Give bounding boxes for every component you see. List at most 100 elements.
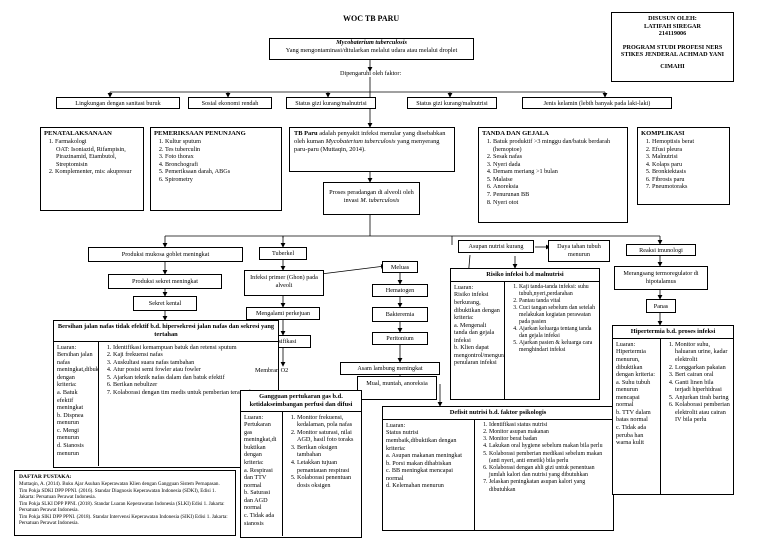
dx1-intervention-item: Kaji frekuensi nafas [113, 351, 275, 359]
dx4-intervention-item: Identifikasi status nutrisi [489, 422, 610, 429]
dx4-title: Defisit nutrisi b.d. faktor psikologis [383, 407, 613, 420]
dx4-outcome-line: Status nutrisi membaik,dibuktikan dengan… [386, 429, 457, 452]
management-item: Komplementer, mis: akupresur [55, 168, 140, 176]
node-tuberkel: Tuberkel [259, 247, 307, 260]
dx2-outcome-line: c. Tidak ada sianosis [244, 511, 275, 527]
dx5-outcome: Luaran: Hipertermia menurun, dibuktikan … [613, 338, 661, 494]
complication-item: Pneumotoraks [652, 183, 726, 191]
diagnostics-item: Foto thorax [165, 153, 278, 161]
dx5-intervention-item: Anjurkan tirah baring [675, 394, 730, 402]
dx2-intervention-item: Letakkan tujuan pemantauan respirasi [297, 459, 358, 474]
complications-title: KOMPLIKASI [641, 130, 685, 137]
node-imunologi: Reaksi imunologi [626, 244, 696, 256]
dx4-intervention-item: Kolaborasi dengan ahli gizi untuk penent… [489, 465, 610, 479]
dx3-intervention-item: Ajarkan keluarga tentang tanda dan gejal… [519, 326, 596, 340]
node-peritonium: Peritonium [372, 332, 428, 345]
dx-hipertermia: Hipertermia b.d. proses infeksi Luaran: … [612, 325, 734, 495]
references-box: DAFTAR PUSTAKA: Muttaqin, A. (2014). Buk… [14, 470, 236, 536]
author-school: STIKES JENDERAL ACHMAD YANI [620, 51, 725, 59]
definition-box: TB Paru adalah penyakit infeksi menular … [289, 127, 455, 172]
dx1-outcome: Luaran: Bersihan jalan nafas meningkat,d… [54, 341, 99, 466]
reference-item: Muttaqin, A. (2014). Buku Ajar Asuhan Ke… [19, 481, 220, 488]
symptom-item: Anoreksia [493, 183, 624, 191]
symptom-item: Malaise [493, 176, 624, 184]
dx3-intervention-item: Pantau tanda vital [519, 298, 596, 305]
node-produksi-mukosa: Produksi mukosa goblet meningkat [88, 247, 243, 262]
dx4-outcome: Luaran: Status nutrisi membaik,dibuktika… [383, 419, 475, 530]
symptoms-title: TANDA DAN GEJALA [482, 130, 549, 137]
process-organism: M. tuberculosis [360, 196, 400, 204]
definition-text: adalah penyakit infeksi menular yang dis… [294, 130, 446, 145]
dx4-intervention-item: Monitor berat badan [489, 436, 610, 443]
inflammation-process: Proses peradangan di alveoli oleh invasi… [323, 182, 420, 215]
factor-box-gender: Jenis kelamin (lebih banyak pada laki-la… [522, 97, 672, 109]
dx5-outcome-line: b. TTV dalam batas normal [616, 408, 651, 424]
dx1-intervention-item: Ajarkan teknik nafas dalam dan batuk efe… [113, 374, 275, 382]
dx-defisit-nutrisi: Defisit nutrisi b.d. faktor psikologis L… [382, 406, 614, 531]
dx2-outcome-line: b. Saturasi dan AGD normal [244, 489, 271, 512]
dx2-intervention-item: Kolaborasi penentuan dosis oksigen [297, 474, 358, 489]
diagnostics-item: Kultur sputum [165, 138, 278, 146]
node-infeksi-primer: Infeksi primer (Ghon) pada alveoli [244, 270, 324, 296]
dx-risiko-infeksi: Risiko infeksi b.d malnutrisi Luaran: Ri… [450, 268, 600, 400]
node-bakteremia: Bakteremia [372, 307, 428, 322]
dx1-outcome-line: a. Batuk efektif meningkat [57, 389, 84, 412]
dx5-intervention-item: Beri cairan oral [675, 371, 730, 379]
diagnostics-item: Tes tuberculin [165, 146, 278, 154]
node-perkejuan: Mengalami perkejuan [246, 307, 320, 320]
dx4-outcome-line: b. Porsi makan dihabiskan [386, 459, 452, 467]
dx3-intervention-item: Kaji tanda-tanda infeksi: suhu tubuh,nye… [519, 284, 596, 298]
dx4-intervention-item: Lakukan oral hygiene sebelum makan bila … [489, 443, 610, 450]
node-hematogen: Hematogen [372, 284, 428, 297]
node-asam-lambung: Asam lambung meningkat [340, 362, 440, 375]
author-nim: 214119006 [658, 30, 687, 38]
dx1-intervention-item: Atur posisi semi fowler atau fowler [113, 366, 275, 374]
symptom-item: Nyeri otot [493, 199, 624, 207]
dx4-outcome-line: a. Asupan makanan meningkat [386, 452, 462, 460]
dx5-intervention: Monitor suhu, haluaran urine, kadar elek… [661, 339, 733, 494]
dx5-intervention-item: Kolaborasi pemberian elektrolit atau cai… [675, 401, 730, 424]
page-title: WOC TB PARU [343, 14, 400, 23]
dx1-intervention: Identifikasi kemampuan batuk dan retensi… [99, 342, 278, 466]
dx5-outcome-line: c. Tidak ada peruba han warna kulit [616, 424, 647, 447]
transmission-text: Yang mengontaminasi/ditularkan melalui u… [285, 46, 458, 54]
dx-gangguan-pertukaran-gas: Gangguan pertukaran gas b.d. ketidakseim… [240, 390, 362, 538]
complication-item: Hemoptisis berat [652, 138, 726, 146]
dx5-outcome-line: Luaran: [616, 340, 636, 348]
dx5-intervention-item: Ganti linen bila terjadi hiperhidrasi [675, 379, 730, 394]
diagnostics-box: PEMERIKSAAN PENUNJANG Kultur sputum Tes … [150, 127, 282, 211]
complication-item: Malnutrisi [652, 153, 726, 161]
dx3-outcome-line: Risiko infeksi berkurang, dibuktikan den… [454, 291, 500, 322]
etiology-box: Mycobaterium tuberculosis Yang mengontam… [269, 38, 474, 60]
factor-box-gizi-1: Status gizi kurang/malnutrisi [286, 97, 376, 109]
node-termoregulator: Merangsang termoregulator di hipotalamus [614, 266, 708, 290]
dx2-outcome-line: Luaran: [244, 413, 264, 421]
factor-box-sanitasi: Lingkungan dengan sanitasi buruk [56, 97, 180, 109]
diagnostics-item: Pemeriksaan darah, ABGs [165, 168, 278, 176]
dx3-outcome-line: Luaran: [454, 283, 474, 291]
dx3-outcome-line: a. Mengenali tanda dan gejala infeksi [454, 321, 495, 344]
dx5-intervention-item: Longgarkan pakaian [675, 364, 730, 372]
dx4-outcome-line: c. BB meningkat mencapai normal [386, 467, 454, 482]
symptom-item: Penurunan BB [493, 191, 624, 199]
management-box: PENATALAKSANAAN Farmakologi OAT: Isoniaz… [40, 127, 144, 211]
dx3-intervention-item: Cuci tangan sebelum dan setelah melakuka… [519, 305, 596, 326]
dx1-outcome-line: Luaran: [57, 343, 77, 351]
reference-item: Tim Pokja SIKI DPP PPNI. (2018). Standar… [19, 513, 228, 527]
node-daya-tahan: Daya tahan tubuh menurun [548, 240, 610, 262]
diagnostics-item: Spirometry [165, 176, 278, 184]
dx4-intervention: Identifikasi status nutrisi Monitor asup… [475, 420, 613, 530]
symptom-item: Nyeri dada [493, 161, 624, 169]
node-membran: Membran O2 [255, 367, 289, 374]
author-program: PROGRAM STUDI PROFESI NERS [622, 43, 723, 51]
factor-box-ekonomi: Sosial ekonomi rendah [188, 97, 272, 109]
dx5-outcome-line: Hipertermia menurun, dibuktikan dengan k… [616, 348, 655, 379]
symptom-item: Batuk produktif >3 minggu dan/batuk berd… [493, 138, 624, 153]
dx3-outcome-line: b. Klien dapat mengontrol/mengurangi pen… [454, 344, 504, 367]
complication-item: Kolaps paru [652, 161, 726, 169]
node-mual: Mual, muntah, anoreksia [357, 376, 437, 400]
complication-item: Bronkiektasis [652, 168, 726, 176]
symptom-item: Sesak nafas [493, 153, 624, 161]
dx2-intervention-item: Monitor saturasi, nilai AGD, hasil foto … [297, 429, 358, 444]
dx2-outcome-line: a. Respirasi dan TTV normal [244, 466, 273, 489]
